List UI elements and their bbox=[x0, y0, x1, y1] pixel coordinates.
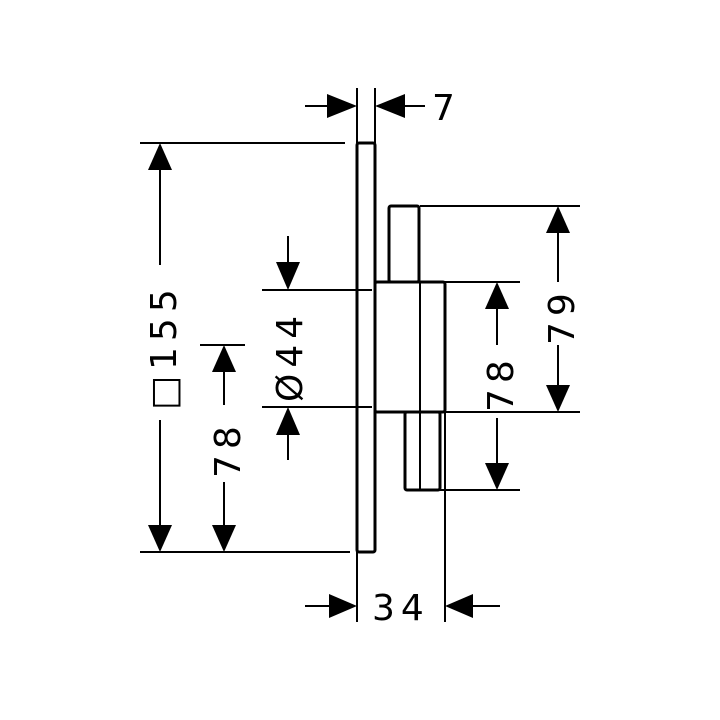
cartridge-body bbox=[373, 280, 447, 414]
dim-stem-height: 79 bbox=[542, 206, 583, 412]
upper-stem bbox=[387, 204, 421, 284]
extension-lines bbox=[140, 88, 580, 622]
dim-depth: 34 bbox=[305, 588, 500, 629]
dim-diameter: Ø44 bbox=[270, 236, 311, 460]
dim-label-stem-height: 79 bbox=[542, 287, 583, 345]
part-outline bbox=[355, 141, 447, 554]
dim-label-center-right: 78 bbox=[481, 354, 522, 412]
dim-label-depth: 34 bbox=[372, 588, 430, 629]
lower-stem bbox=[403, 410, 442, 492]
dim-label-plate-thickness: 7 bbox=[432, 88, 461, 129]
cover-plate bbox=[355, 141, 377, 554]
dim-center-left: 78 bbox=[208, 345, 249, 552]
dim-plate-square: □155 bbox=[144, 143, 185, 552]
dim-label-center-left: 78 bbox=[208, 420, 249, 478]
dim-center-right: 78 bbox=[481, 282, 522, 490]
dim-label-plate-square: □155 bbox=[144, 283, 185, 410]
dim-label-diameter: Ø44 bbox=[270, 310, 311, 402]
dim-plate-thickness: 7 bbox=[305, 88, 461, 129]
